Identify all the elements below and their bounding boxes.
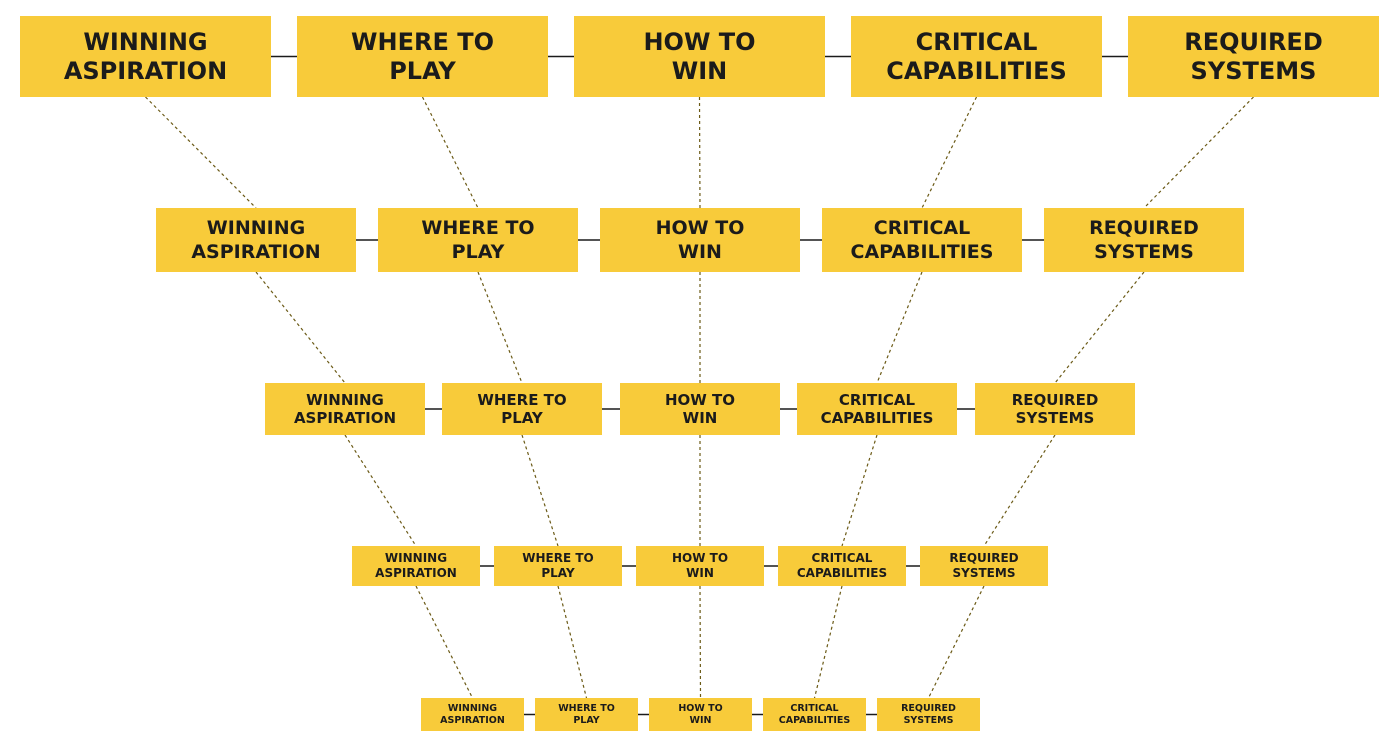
box-label-line-2: PLAY [541, 566, 575, 580]
box-label-line-2: WIN [682, 409, 718, 427]
box-critical-capabilities: CRITICAL CAPABILITIES [778, 546, 906, 586]
box-label-line-2: PLAY [389, 56, 456, 85]
box-label-line-1: REQUIRED [1089, 217, 1199, 239]
dashed-cascade-link [477, 271, 523, 384]
box-critical-capabilities: CRITICAL CAPABILITIES [822, 208, 1022, 272]
box-required-systems: REQUIRED SYSTEMS [1128, 16, 1379, 97]
box-label-line-2: ASPIRATION [375, 566, 457, 580]
box-where-to-play: WHERE TO PLAY [378, 208, 578, 272]
dashed-cascade-link [983, 434, 1056, 547]
dashed-cascade-link [876, 271, 923, 384]
box-label-line-1: HOW TO [664, 391, 736, 409]
box-how-to-win: HOW TO WIN [574, 16, 825, 97]
dashed-cascade-link [521, 434, 559, 547]
box-winning-aspiration: WINNING ASPIRATION [20, 16, 271, 97]
box-label-line-1: REQUIRED [901, 702, 956, 714]
box-label-line-2: ASPIRATION [191, 241, 321, 263]
box-label-line-1: REQUIRED [1184, 27, 1323, 56]
box-label-line-1: CRITICAL [873, 217, 971, 239]
box-label-line-1: CRITICAL [811, 551, 873, 565]
box-label-line-1: WINNING [384, 551, 448, 565]
dashed-cascade-link [921, 96, 978, 209]
box-label-line-1: HOW TO [655, 217, 745, 239]
box-label-line-2: SYSTEMS [1015, 409, 1095, 427]
box-label-line-1: CRITICAL [915, 27, 1038, 56]
box-label-line-2: CAPABILITIES [778, 714, 851, 726]
box-label-line-2: ASPIRATION [63, 56, 228, 85]
box-critical-capabilities: CRITICAL CAPABILITIES [763, 698, 866, 731]
box-winning-aspiration: WINNING ASPIRATION [156, 208, 356, 272]
box-label-line-1: REQUIRED [1011, 391, 1099, 409]
box-label-line-1: WHERE TO [522, 551, 594, 565]
box-how-to-win: HOW TO WIN [636, 546, 764, 586]
box-label-line-2: SYSTEMS [952, 566, 1016, 580]
box-label-line-1: WINNING [306, 391, 384, 409]
box-label-line-1: HOW TO [671, 551, 729, 565]
box-how-to-win: HOW TO WIN [620, 383, 780, 435]
box-required-systems: REQUIRED SYSTEMS [1044, 208, 1244, 272]
dashed-cascade-link [255, 271, 346, 384]
box-label-line-1: WHERE TO [558, 702, 615, 714]
dashed-cascade-link [698, 96, 701, 209]
box-how-to-win: HOW TO WIN [649, 698, 752, 731]
dashed-cascade-link [415, 585, 474, 699]
box-label-line-2: PLAY [501, 409, 543, 427]
box-required-systems: REQUIRED SYSTEMS [877, 698, 980, 731]
box-label-line-1: WINNING [83, 27, 208, 56]
dashed-cascade-link [145, 96, 257, 209]
box-critical-capabilities: CRITICAL CAPABILITIES [797, 383, 957, 435]
box-label-line-2: CAPABILITIES [886, 56, 1067, 85]
box-label-line-2: WIN [678, 241, 722, 263]
box-label-line-2: WIN [689, 714, 712, 726]
box-where-to-play: WHERE TO PLAY [494, 546, 622, 586]
box-label-line-1: HOW TO [643, 27, 756, 56]
dashed-cascade-link [927, 585, 985, 699]
box-label-line-2: WIN [671, 56, 728, 85]
box-where-to-play: WHERE TO PLAY [442, 383, 602, 435]
box-label-line-2: SYSTEMS [903, 714, 954, 726]
box-how-to-win: HOW TO WIN [600, 208, 800, 272]
box-where-to-play: WHERE TO PLAY [297, 16, 548, 97]
box-required-systems: REQUIRED SYSTEMS [920, 546, 1048, 586]
box-winning-aspiration: WINNING ASPIRATION [421, 698, 524, 731]
box-label-line-2: WIN [686, 566, 714, 580]
dashed-cascade-link [813, 585, 843, 699]
box-label-line-2: ASPIRATION [293, 409, 397, 427]
box-where-to-play: WHERE TO PLAY [535, 698, 638, 731]
box-label-line-1: REQUIRED [949, 551, 1019, 565]
box-required-systems: REQUIRED SYSTEMS [975, 383, 1135, 435]
dashed-cascade-link [1054, 271, 1145, 384]
dashed-cascade-link [557, 585, 588, 699]
dashed-cascade-link [1143, 96, 1254, 209]
box-label-line-1: WINNING [447, 702, 498, 714]
box-label-line-1: CRITICAL [790, 702, 839, 714]
box-label-line-2: SYSTEMS [1190, 56, 1317, 85]
box-label-line-2: CAPABILITIES [820, 409, 934, 427]
box-label-line-2: CAPABILITIES [850, 241, 994, 263]
box-label-line-2: CAPABILITIES [796, 566, 888, 580]
box-winning-aspiration: WINNING ASPIRATION [352, 546, 480, 586]
box-label-line-1: WHERE TO [351, 27, 494, 56]
dashed-cascade-link [699, 585, 702, 699]
box-label-line-1: WINNING [206, 217, 306, 239]
box-label-line-1: WHERE TO [477, 391, 567, 409]
box-label-line-1: HOW TO [678, 702, 723, 714]
box-label-line-2: PLAY [451, 241, 505, 263]
box-label-line-2: SYSTEMS [1094, 241, 1194, 263]
box-label-line-1: CRITICAL [838, 391, 916, 409]
dashed-cascade-link [344, 434, 417, 547]
box-critical-capabilities: CRITICAL CAPABILITIES [851, 16, 1102, 97]
box-label-line-1: WHERE TO [421, 217, 535, 239]
dashed-cascade-link [421, 96, 479, 209]
box-label-line-2: PLAY [573, 714, 600, 726]
box-label-line-2: ASPIRATION [440, 714, 505, 726]
box-winning-aspiration: WINNING ASPIRATION [265, 383, 425, 435]
dashed-cascade-link [841, 434, 878, 547]
